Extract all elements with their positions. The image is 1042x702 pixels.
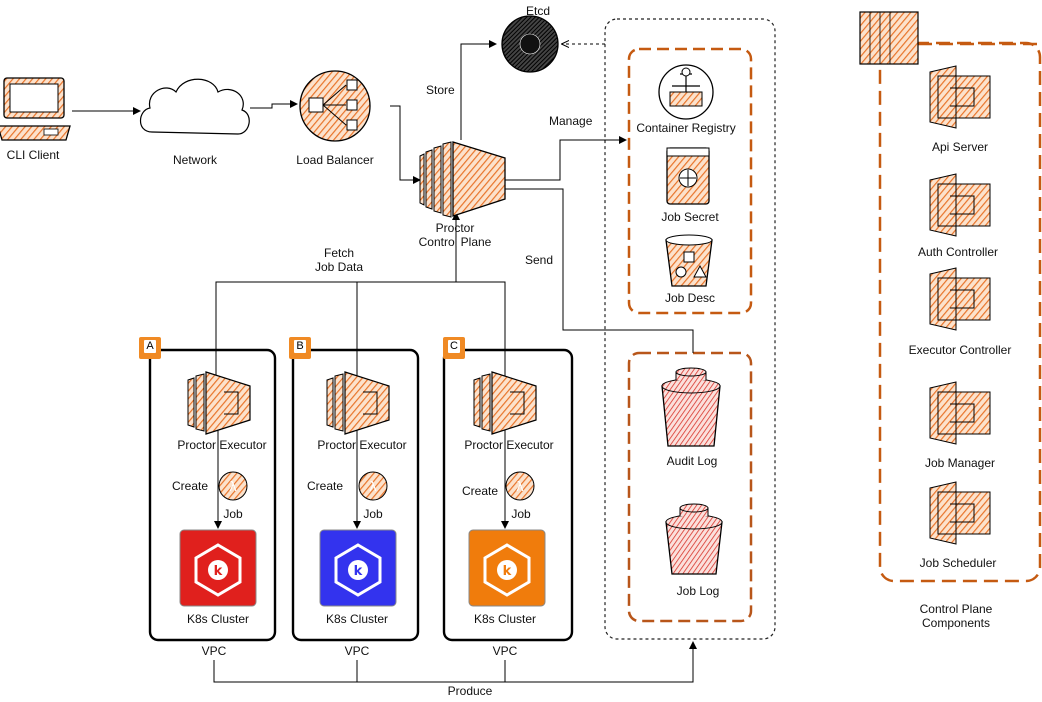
component-icons <box>929 65 991 545</box>
auth-controller-icon <box>929 173 991 237</box>
job-desc-icon <box>665 234 713 287</box>
store-edge-label: Store <box>426 83 455 97</box>
fetch-edge-label-1: Fetch <box>323 246 355 260</box>
cli-client-label: CLI Client <box>6 148 60 162</box>
edge-produce <box>213 641 697 683</box>
executor-icon-c <box>473 371 537 435</box>
logs-group <box>627 351 753 623</box>
vpc-c-badge: C <box>443 337 465 359</box>
executor-a-label: Proctor Executor <box>177 438 267 452</box>
produce-edge-label: Produce <box>447 684 493 698</box>
vpc-a-badge-letter: A <box>144 340 156 353</box>
component-job-scheduler-label: Job Scheduler <box>919 556 997 570</box>
k8s-cluster-icon-c: k <box>468 529 546 607</box>
k8s-cluster-b-label: K8s Cluster <box>325 612 389 626</box>
component-job-manager-label: Job Manager <box>924 456 996 470</box>
control-plane-label-2: Control Plane <box>418 235 492 249</box>
svg-text:λ: λ <box>516 480 524 495</box>
k8s-cluster-icon-b: k <box>319 529 397 607</box>
executor-b-label: Proctor Executor <box>317 438 407 452</box>
network-label: Network <box>172 153 218 167</box>
executor-icon-a <box>187 371 251 435</box>
edge-lb-cp <box>390 105 421 184</box>
vpc-a-label: VPC <box>201 644 227 658</box>
vpc-box-a <box>148 348 277 642</box>
manage-edge-label: Manage <box>549 114 593 128</box>
job-secret-icon <box>666 147 710 205</box>
job-log-label: Job Log <box>676 584 720 598</box>
container-registry-icon <box>658 64 714 120</box>
lambda-job-icon-b: λ <box>358 471 388 501</box>
k8s-cluster-c-label: K8s Cluster <box>473 612 537 626</box>
executor-icon-b <box>326 371 390 435</box>
vpc-box-b <box>291 348 420 642</box>
job-c-label: Job <box>511 507 531 521</box>
k8s-cluster-a-label: K8s Cluster <box>186 612 250 626</box>
svg-text:λ: λ <box>229 480 237 495</box>
storage-dotted-group <box>604 18 776 640</box>
job-scheduler-icon <box>929 481 991 545</box>
edge-cp-etcd <box>460 40 497 140</box>
components-caption-1: Control Plane <box>919 602 993 616</box>
edge-audit-cp <box>491 185 694 353</box>
svg-text:k: k <box>354 564 363 579</box>
laptop-icon <box>0 77 71 141</box>
create-b-label: Create <box>307 479 344 493</box>
cloud-icon <box>139 78 250 135</box>
svg-text:λ: λ <box>369 480 377 495</box>
edge-network-lb <box>250 100 298 109</box>
vpc-c-badge-letter: C <box>448 340 460 353</box>
vpc-b-badge-letter: B <box>294 340 306 353</box>
k8s-cluster-icon-a: k <box>179 529 257 607</box>
vpc-a-badge: A <box>139 337 161 359</box>
api-server-icon <box>929 65 991 129</box>
svg-text:k: k <box>214 564 223 579</box>
etcd-icon <box>501 15 559 73</box>
load-balancer-label: Load Balancer <box>296 153 374 167</box>
job-b-label: Job <box>363 507 383 521</box>
job-log-bucket-icon <box>665 503 723 575</box>
vpc-box-c <box>442 348 574 642</box>
vpc-b-label: VPC <box>344 644 370 658</box>
vpc-b-badge: B <box>289 337 311 359</box>
audit-log-bucket-icon <box>661 367 721 447</box>
executor-c-label: Proctor Executor <box>464 438 554 452</box>
lambda-job-icon-a: λ <box>218 471 248 501</box>
etcd-label: Etcd <box>525 4 551 18</box>
component-executor-controller-label: Executor Controller <box>908 343 1012 357</box>
component-auth-controller-label: Auth Controller <box>917 245 999 259</box>
registry-group <box>627 47 753 315</box>
job-secret-label: Job Secret <box>661 210 719 224</box>
component-api-server-label: Api Server <box>931 140 989 154</box>
svg-text:k: k <box>503 564 512 579</box>
edge-cp-registry <box>505 136 627 181</box>
components-caption-2: Components <box>921 616 991 630</box>
job-a-label: Job <box>223 507 243 521</box>
components-cube-icon <box>859 11 919 65</box>
load-balancer-icon <box>299 70 371 142</box>
send-edge-label: Send <box>525 253 554 267</box>
lambda-job-icon-c: λ <box>505 471 535 501</box>
edge-fetch-bus <box>215 281 506 390</box>
control-plane-label-1: Proctor <box>435 221 475 235</box>
job-desc-label: Job Desc <box>664 291 716 305</box>
fetch-edge-label-2: Job Data <box>314 260 364 274</box>
container-registry-label: Container Registry <box>636 121 736 135</box>
vpc-c-label: VPC <box>492 644 518 658</box>
create-c-label: Create <box>462 484 499 498</box>
executor-controller-icon <box>929 267 991 331</box>
control-plane-icon <box>419 141 506 218</box>
create-a-label: Create <box>172 479 209 493</box>
audit-log-label: Audit Log <box>666 454 718 468</box>
job-manager-icon <box>929 381 991 445</box>
